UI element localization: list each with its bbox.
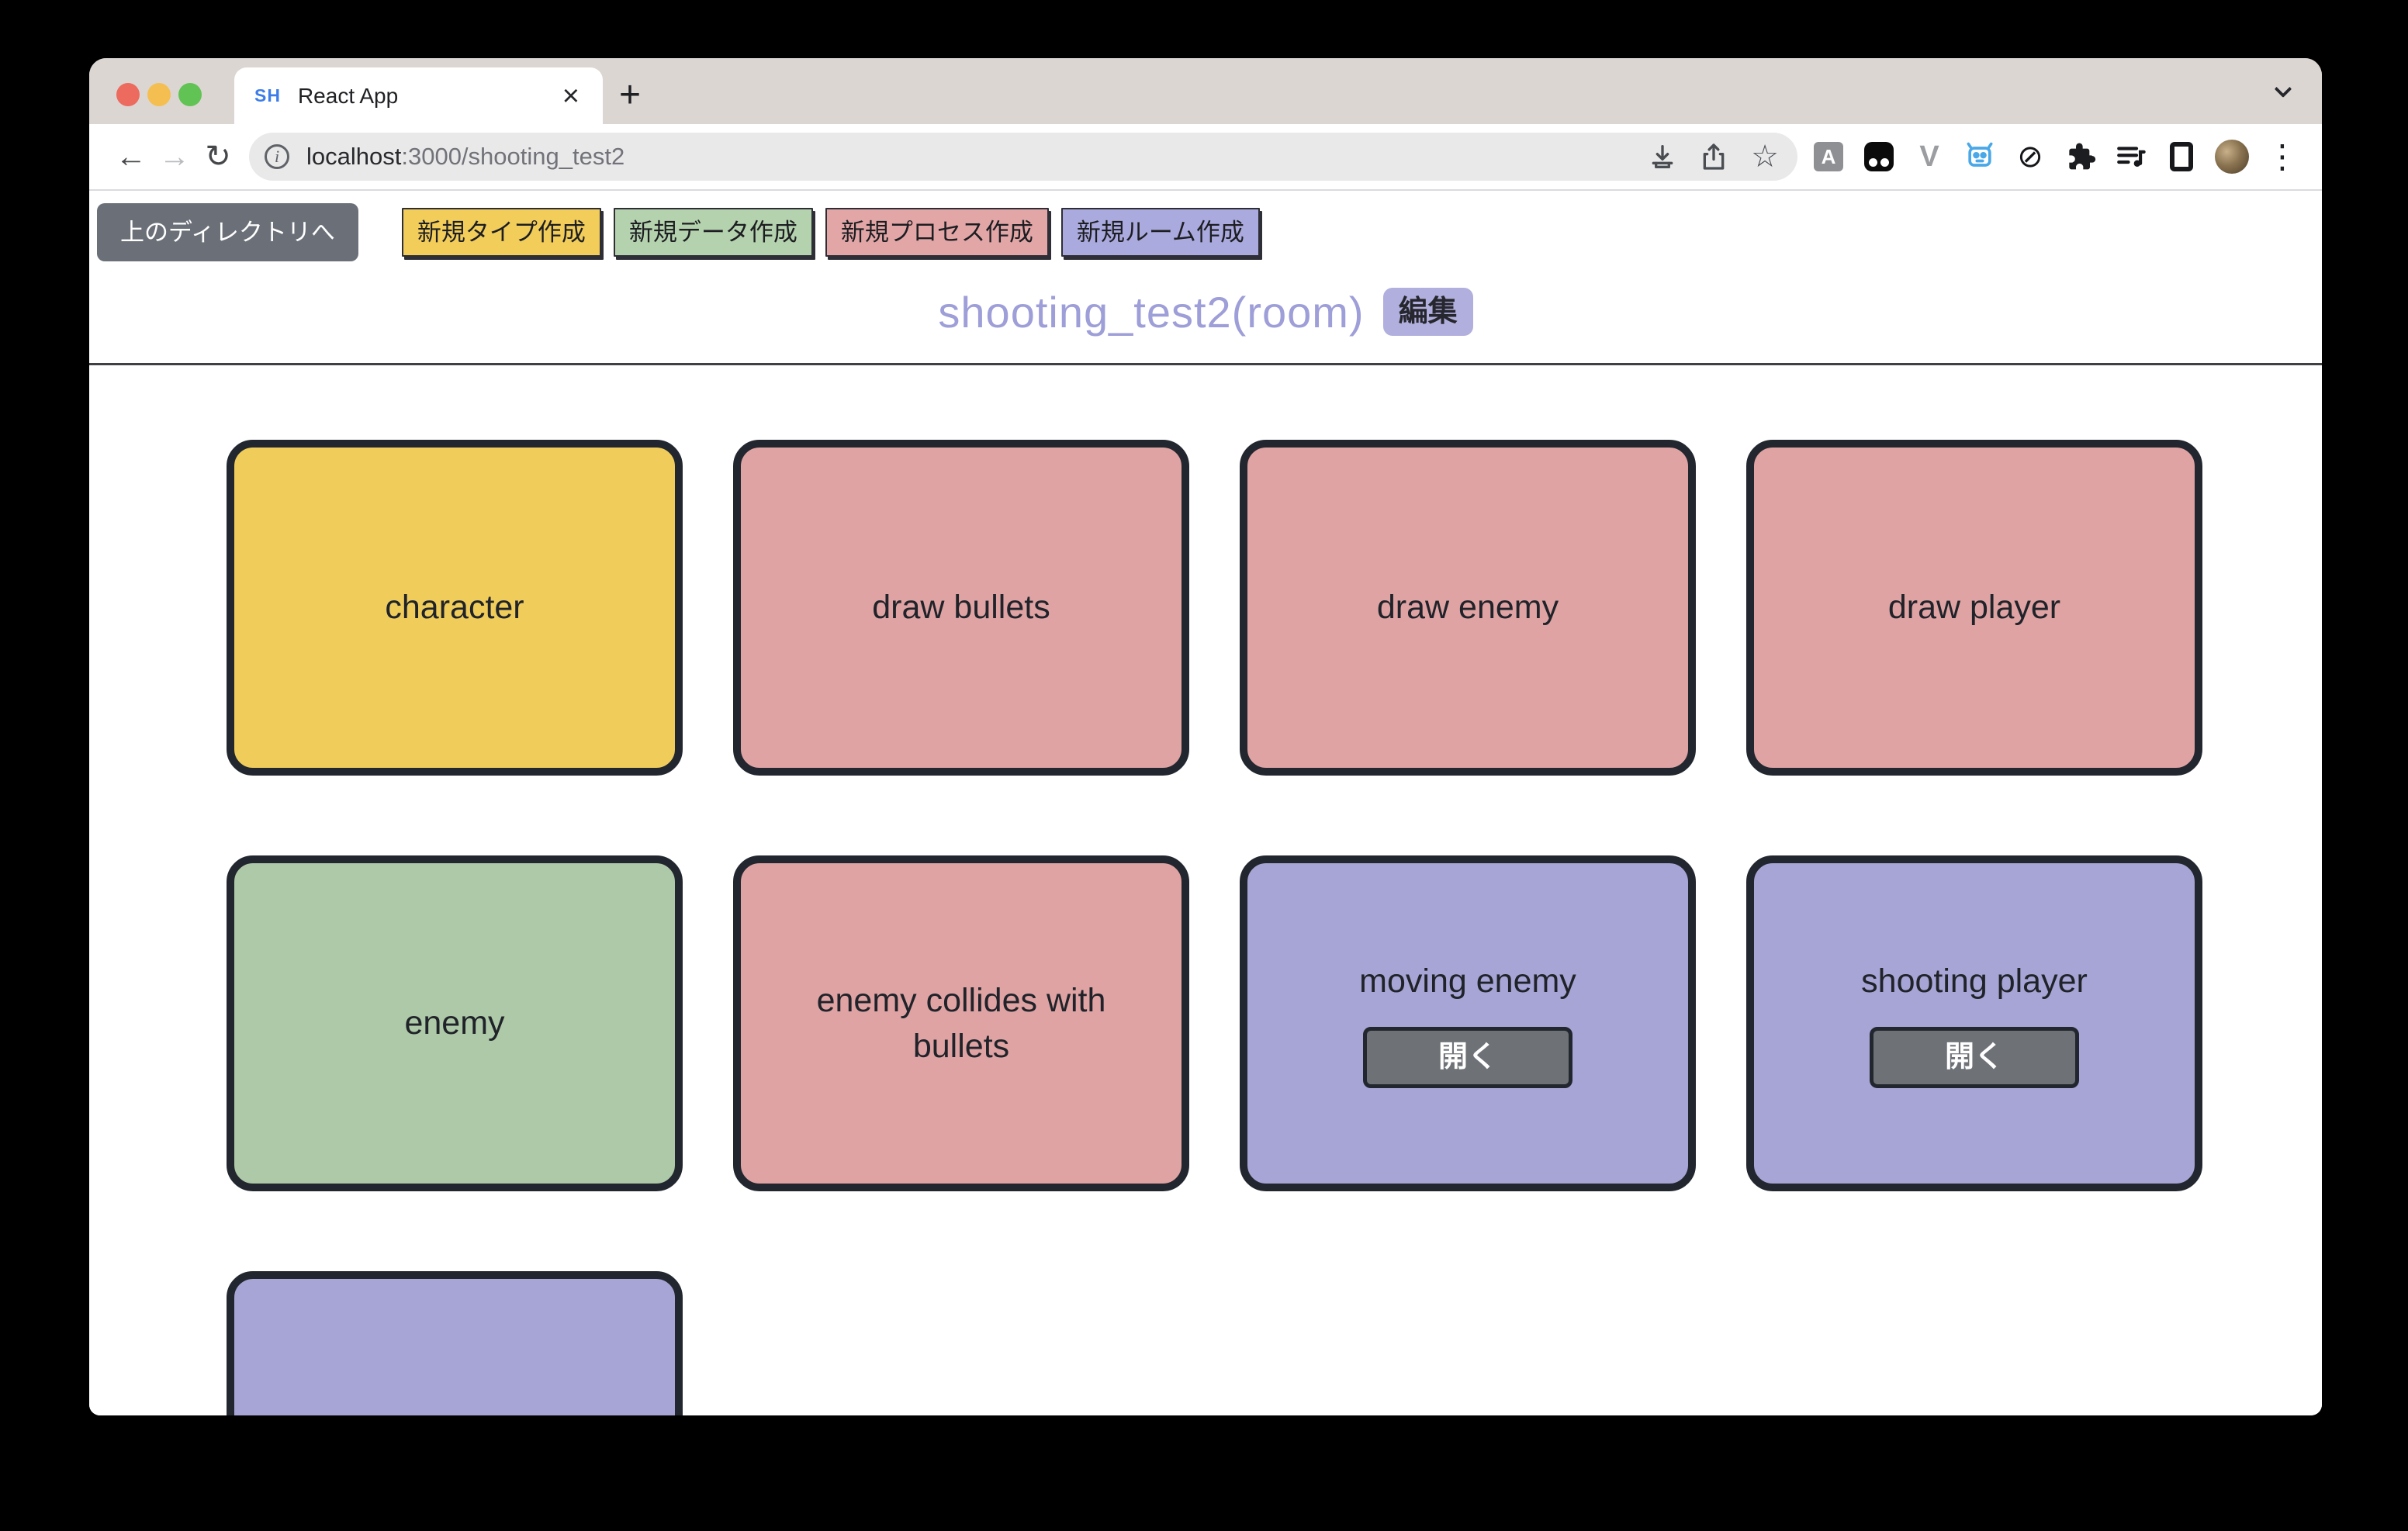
tab-search-button[interactable] [2269,80,2297,103]
extension-a-icon[interactable]: A [1810,138,1847,175]
create-button[interactable]: 新規タイプ作成 [401,208,601,257]
create-button[interactable]: 新規プロセス作成 [825,208,1049,257]
browser-window: SH React App × + ← → ↻ i localhost:3000/… [89,58,2322,1415]
tab-title: React App [297,83,399,108]
open-button[interactable]: 開く [1869,1026,2079,1089]
card[interactable]: enemy [227,855,683,1191]
card[interactable]: draw enemy [1240,440,1696,776]
bookmark-star-icon[interactable]: ☆ [1751,140,1779,174]
forward-button[interactable]: → [159,139,190,174]
content-blocker-icon[interactable]: ⊘ [2017,140,2043,174]
new-tab-button[interactable]: + [618,74,642,116]
card-grid: character draw bullets draw enemy draw p… [227,440,2202,1415]
zoom-window-button[interactable] [178,83,202,106]
extension-icons: A V ⊘ [1810,138,2301,175]
site-info-icon[interactable]: i [265,144,289,169]
card[interactable]: moving enemy 開く [1240,855,1696,1191]
card[interactable]: character [227,440,683,776]
extension-goggles-icon[interactable] [1860,138,1898,175]
share-icon[interactable] [1697,140,1731,174]
browser-tab[interactable]: SH React App × [234,67,603,124]
reload-button[interactable]: ↻ [205,140,231,174]
card-label: moving enemy [1359,962,1576,1000]
sidebar-toggle-icon[interactable] [2163,138,2200,175]
create-button-row: 新規タイプ作成新規データ作成新規プロセス作成新規ルーム作成 [401,208,1260,257]
card[interactable]: shooting player 開く [1746,855,2202,1191]
card-label: character [385,589,524,627]
address-bar[interactable]: i localhost:3000/shooting_test2 ☆ [249,133,1797,181]
playlist-music-icon[interactable] [2112,138,2150,175]
card-label: enemy collides with bullets [816,982,1106,1065]
card[interactable]: enemy collides with bullets [733,855,1189,1191]
card[interactable]: draw player [1746,440,2202,776]
window-controls [116,83,202,106]
robot-extension-icon[interactable] [1961,138,1998,175]
action-bar: 上のディレクトリへ 新規タイプ作成新規データ作成新規プロセス作成新規ルーム作成 [97,203,1260,261]
url-path: :3000/shooting_test2 [401,143,625,170]
card-label: draw player [1887,589,2061,627]
card[interactable]: draw bullets [733,440,1189,776]
minimize-window-button[interactable] [147,83,171,106]
url-text: localhost:3000/shooting_test2 [306,143,1628,171]
profile-avatar[interactable] [2213,138,2251,175]
card-label: shooting player [1861,962,2088,1000]
tab-favicon: SH [254,85,281,105]
card-label: draw bullets [872,589,1050,627]
create-button[interactable]: 新規データ作成 [613,208,813,257]
edit-button[interactable]: 編集 [1382,288,1473,336]
page-title: shooting_test2(room) [938,287,1365,337]
extensions-puzzle-icon[interactable] [2062,138,2099,175]
page-content: 上のディレクトリへ 新規タイプ作成新規データ作成新規プロセス作成新規ルーム作成 … [89,191,2322,1415]
tab-close-icon[interactable]: × [562,79,580,112]
open-button[interactable]: 開く [1362,1026,1572,1089]
tab-strip: SH React App × + [89,58,2322,124]
vue-devtools-icon[interactable]: V [1919,140,1939,173]
close-window-button[interactable] [116,83,140,106]
title-row: shooting_test2(room) 編集 [89,279,2322,344]
url-host: localhost [306,143,402,170]
card[interactable]: testtest [227,1271,683,1415]
create-button[interactable]: 新規ルーム作成 [1060,208,1260,257]
up-directory-button[interactable]: 上のディレクトリへ [97,203,358,261]
back-button[interactable]: ← [116,139,147,174]
chevron-down-icon [2274,80,2292,98]
browser-menu-icon[interactable]: ⋮ [2266,138,2299,175]
title-separator [89,363,2322,365]
browser-toolbar: ← → ↻ i localhost:3000/shooting_test2 ☆ … [89,124,2322,191]
download-icon[interactable] [1645,140,1680,174]
card-label: draw enemy [1376,589,1559,627]
card-label: enemy [404,1004,505,1042]
